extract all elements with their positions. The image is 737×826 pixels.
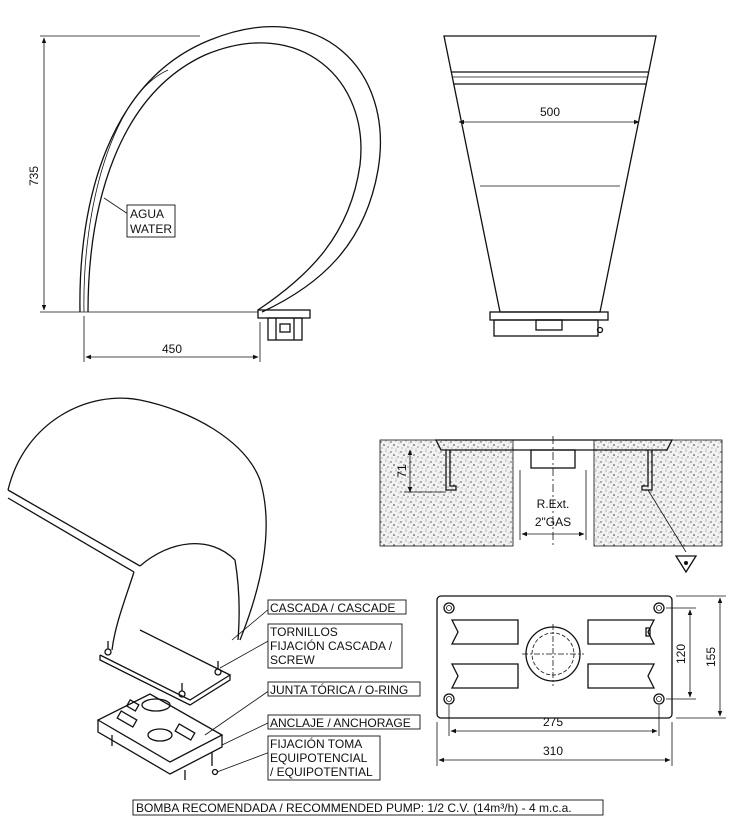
depth-dim-71: 71 [395,464,409,478]
callout-cascade: CASCADA / CASCADE [270,601,395,615]
width-dim-500: 500 [540,105,560,119]
width-dim-450: 450 [162,342,182,356]
callout-equip-line3: / EQUIPOTENTIAL [270,765,373,779]
callout-equip-line1: FIJACIÓN TOMA [270,736,362,751]
callout-screws-line2: FIJACIÓN CASCADA / [270,638,393,653]
footer-pump-text: BOMBA RECOMENDADA / RECOMMENDED PUMP: 1/… [136,801,572,815]
thread-label-line1: R.Ext. [537,497,570,511]
callout-screws-line3: SCREW [270,653,315,667]
water-label-en: WATER [130,222,172,236]
side-view [40,25,382,362]
isometric-view [7,397,421,781]
plan-dim-120: 120 [674,644,688,664]
callout-equip-line2: EQUIPOTENCIAL [270,751,368,765]
front-view [443,35,657,337]
plan-dim-310: 310 [543,744,563,758]
section-view [379,436,723,574]
plan-view [436,595,726,766]
plan-dim-155: 155 [704,647,718,667]
plan-dim-275: 275 [543,715,563,729]
callout-oring: JUNTA TÓRICA / O-RING [270,682,408,697]
thread-label-line2: 2"GAS [535,515,571,529]
water-label-es: AGUA [130,207,164,221]
callout-screws-line1: TORNILLOS [270,625,338,639]
height-dim-735: 735 [27,166,41,186]
footer-box [132,799,604,816]
callout-anchorage: ANCLAJE / ANCHORAGE [270,716,411,730]
